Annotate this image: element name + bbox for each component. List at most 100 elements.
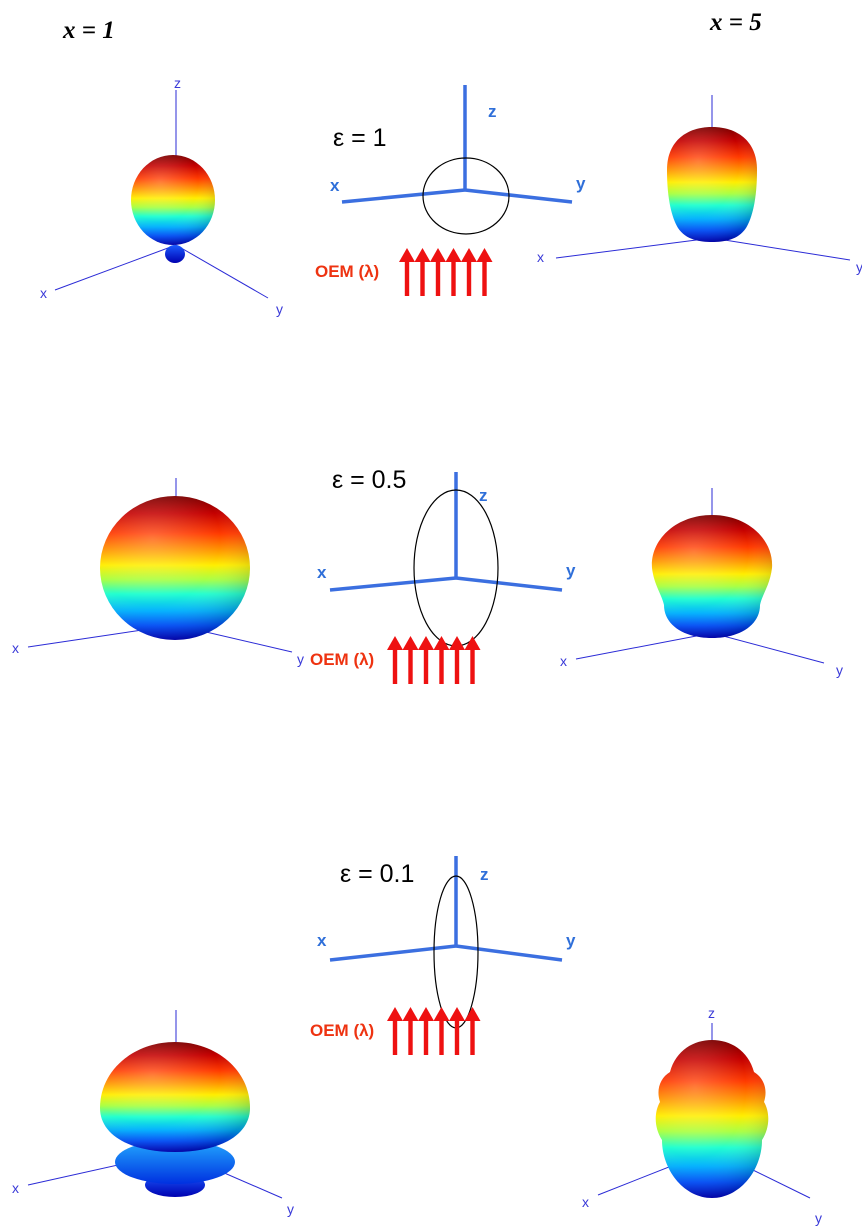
- plot-row3-right: z x y: [582, 1005, 822, 1226]
- incident-arrow-head: [449, 1007, 465, 1021]
- y-axis-label: y: [815, 1210, 822, 1226]
- incident-arrow-shaft: [420, 260, 425, 296]
- y-axis-line: [175, 244, 269, 299]
- epsilon-label-row1: ε = 1: [333, 124, 387, 152]
- x-axis-label: x: [560, 653, 567, 669]
- center-x-axis: [329, 576, 457, 592]
- incident-arrow-shaft: [466, 260, 472, 296]
- radiation-pattern-small-lobe: [165, 245, 185, 263]
- y-axis-line: [711, 632, 825, 664]
- incident-arrow-head: [387, 1007, 403, 1021]
- center-y-label: y: [566, 561, 576, 580]
- plot-row2-right: x y: [560, 488, 843, 678]
- incident-arrow-head: [464, 636, 481, 650]
- particle-outline: [422, 157, 510, 235]
- x-axis-label: x: [40, 285, 47, 301]
- lobe-shading: [100, 496, 250, 640]
- x-axis-label: x: [582, 1194, 589, 1210]
- incident-arrow-head: [476, 248, 493, 262]
- center-x-label: x: [330, 176, 340, 195]
- incident-wave-label: OEM (λ): [310, 650, 374, 669]
- incident-arrow-shaft: [423, 648, 429, 684]
- incident-arrow-shaft: [439, 648, 444, 684]
- y-axis-line: [711, 237, 851, 261]
- center-x-axis: [329, 944, 457, 962]
- incident-arrow-shaft: [470, 648, 475, 684]
- incident-arrow-head: [387, 636, 403, 650]
- z-axis-label: z: [708, 1005, 715, 1021]
- incident-arrow-head: [433, 1007, 450, 1021]
- incident-arrow-head: [433, 636, 450, 650]
- center-x-axis: [341, 188, 466, 204]
- center-y-label: y: [566, 931, 576, 950]
- plot-row2-left: x y: [12, 478, 304, 667]
- x-axis-line: [555, 237, 713, 259]
- lobe-shading: [100, 1042, 250, 1152]
- epsilon-label-row3: ε = 0.1: [340, 860, 414, 888]
- incident-arrow-shaft: [439, 1019, 444, 1055]
- incident-arrow-shaft: [454, 648, 460, 684]
- lobe-shading: [651, 515, 773, 638]
- lobe-shading: [655, 1040, 769, 1198]
- y-axis-label: y: [276, 301, 283, 317]
- incident-arrow-shaft: [454, 1019, 460, 1055]
- incident-arrow-head: [402, 636, 419, 650]
- center-z-label: z: [480, 865, 489, 884]
- incident-arrow-shaft: [423, 1019, 429, 1055]
- center-diagram-row2: ε = 0.5 z x y OEM (λ): [310, 466, 576, 684]
- incident-arrow-head: [461, 248, 477, 262]
- center-x-label: x: [317, 563, 327, 582]
- incident-wave-label: OEM (λ): [315, 262, 379, 281]
- incident-arrow-head: [399, 248, 415, 262]
- center-diagram-row1: ε = 1 z x y OEM (λ): [315, 85, 586, 296]
- center-y-label: y: [576, 174, 586, 193]
- center-z-label: z: [479, 486, 488, 505]
- incident-wave-arrows: [387, 1007, 481, 1055]
- incident-arrow-head: [464, 1007, 481, 1021]
- y-axis-label: y: [287, 1201, 294, 1217]
- center-y-axis: [464, 188, 573, 204]
- x-axis-label: x: [12, 640, 19, 656]
- plot-row1-right: x y: [537, 95, 862, 275]
- lobe-shading: [131, 155, 215, 245]
- incident-arrow-shaft: [482, 260, 487, 296]
- center-x-label: x: [317, 931, 327, 950]
- heading-left: x = 1: [62, 17, 115, 44]
- center-diagram-row3: ε = 0.1 z x y OEM (λ): [310, 856, 576, 1055]
- y-axis-label: y: [297, 651, 304, 667]
- x-axis-label: x: [12, 1180, 19, 1196]
- incident-wave-label: OEM (λ): [310, 1021, 374, 1040]
- plot-row3-left: x y: [12, 1010, 294, 1217]
- y-axis-label: y: [856, 259, 862, 275]
- y-axis-label: y: [836, 662, 843, 678]
- incident-arrow-shaft: [392, 1019, 398, 1055]
- incident-arrow-head: [402, 1007, 419, 1021]
- lobe-shading: [667, 127, 757, 242]
- plot-row1-left: z x y: [40, 75, 283, 317]
- incident-wave-arrows: [399, 248, 493, 296]
- heading-right: x = 5: [709, 9, 762, 36]
- incident-arrow-head: [430, 248, 446, 262]
- incident-arrow-head: [449, 636, 465, 650]
- incident-arrow-shaft: [392, 648, 398, 684]
- incident-arrow-shaft: [470, 1019, 475, 1055]
- x-axis-label: x: [537, 249, 544, 265]
- radiation-pattern-back-lobe: [115, 1140, 235, 1184]
- z-axis-label: z: [174, 75, 181, 91]
- center-y-axis: [455, 576, 563, 592]
- incident-arrow-head: [414, 248, 431, 262]
- center-y-axis: [455, 944, 563, 962]
- incident-arrow-shaft: [408, 1019, 413, 1055]
- x-axis-line: [54, 244, 177, 291]
- incident-arrow-shaft: [451, 260, 456, 296]
- incident-arrow-shaft: [404, 260, 410, 296]
- epsilon-label-row2: ε = 0.5: [332, 466, 406, 494]
- incident-arrow-shaft: [435, 260, 441, 296]
- incident-arrow-head: [418, 636, 434, 650]
- incident-wave-arrows: [387, 636, 481, 684]
- incident-arrow-head: [445, 248, 462, 262]
- x-axis-line: [575, 632, 713, 660]
- incident-arrow-head: [418, 1007, 434, 1021]
- center-z-label: z: [488, 102, 497, 121]
